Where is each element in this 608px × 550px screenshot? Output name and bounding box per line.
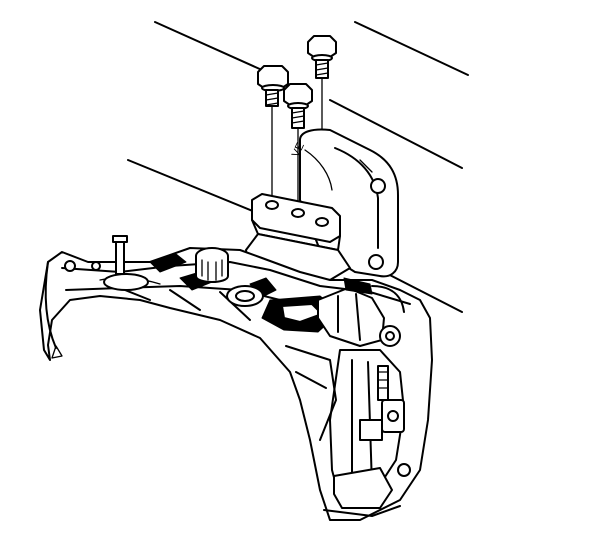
- rail-ring: [226, 285, 264, 307]
- bolt-right: [307, 35, 337, 79]
- flange-hole-3: [315, 217, 329, 227]
- flange-hole-2: [291, 208, 305, 218]
- lower-pillar: [285, 345, 411, 517]
- background-plane-lines: [127, 21, 469, 313]
- flange-hole-1: [265, 200, 279, 210]
- svg-text:VE: VE: [290, 141, 307, 159]
- bolt-left: [257, 65, 289, 107]
- right-bracket: [317, 277, 405, 347]
- bolt-middle: [283, 83, 313, 129]
- rail-bushing: [195, 247, 229, 283]
- bracket-stud: [377, 365, 389, 401]
